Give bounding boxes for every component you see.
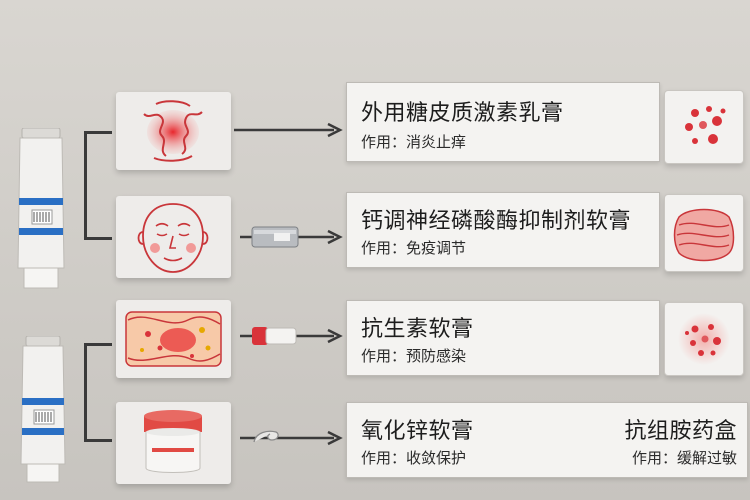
skin-inflammation-card	[116, 92, 231, 170]
panel-row-1: 外用糖皮质激素乳膏 作用：消炎止痒	[346, 82, 660, 162]
red-cap-icon	[252, 327, 268, 345]
panel-row-4: 氧化锌软膏 作用：收敛保护 抗组胺药盒 作用：缓解过敏	[346, 402, 748, 478]
bracket-bottom-h1	[84, 343, 112, 346]
arrow-row-2	[240, 226, 343, 248]
infected-skin-card	[116, 300, 231, 378]
row-4-title: 氧化锌软膏	[361, 419, 474, 444]
bracket-top-h2	[84, 237, 112, 240]
antihistamine-title: 抗组胺药盒	[624, 419, 737, 444]
panel-row-3: 抗生素软膏 作用：预防感染	[346, 300, 660, 376]
bracket-bottom-h2	[84, 439, 112, 442]
row-3-title: 抗生素软膏	[361, 317, 474, 342]
bracket-top-h1	[84, 131, 112, 134]
bracket-top-vertical	[84, 131, 87, 240]
arrow-row-3	[240, 327, 343, 345]
row-4-effect: 作用：收敛保护	[361, 449, 467, 467]
antihistamine-effect: 作用：缓解过敏	[631, 449, 737, 467]
cream-tube-2	[18, 336, 68, 484]
row-3-effect: 作用：预防感染	[361, 347, 467, 365]
arrow-row-1	[234, 122, 343, 138]
bracket-bottom-vertical	[84, 343, 87, 442]
face-icon	[137, 203, 209, 273]
row-1-effect: 作用：消炎止痒	[361, 133, 467, 151]
cream-tube-1	[14, 128, 68, 290]
row-1-title: 外用糖皮质激素乳膏	[361, 101, 564, 126]
panel-row-2: 钙调神经磷酸酶抑制剂软膏 作用：免疫调节	[346, 192, 660, 268]
infected-skin-icon	[125, 311, 222, 367]
row-2-effect: 作用：免疫调节	[361, 239, 467, 257]
ointment-jar-card	[116, 402, 231, 484]
clip-icon	[253, 430, 279, 443]
ointment-jar-icon	[144, 410, 202, 473]
skin-texture-box	[664, 194, 744, 272]
row-2-title: 钙调神经磷酸酶抑制剂软膏	[361, 209, 632, 234]
arrow-row-4	[240, 430, 343, 446]
dotted-box-2	[664, 302, 744, 376]
inflamed-skin-icon	[143, 100, 203, 162]
dotted-box-1	[664, 90, 744, 164]
face-card	[116, 196, 231, 278]
